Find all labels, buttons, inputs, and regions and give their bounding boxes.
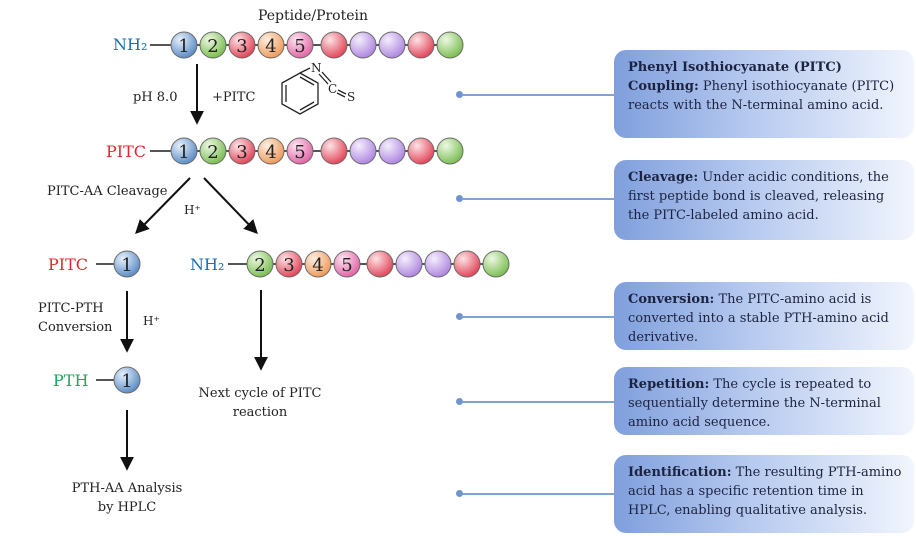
- bead-number: 5: [294, 36, 305, 57]
- bead-6: [320, 31, 348, 59]
- bead-1: [170, 31, 198, 59]
- bead-6: [366, 250, 394, 278]
- connector-line: [462, 94, 614, 96]
- step-text: Under acidic conditions, the first pepti…: [628, 170, 889, 223]
- step-title: Phenyl Isothiocyanate (PITC) Coupling:: [628, 60, 842, 94]
- step-panel-coupling: Phenyl Isothiocyanate (PITC) Coupling: P…: [614, 50, 914, 138]
- bead-3: [228, 137, 256, 165]
- step-panel-identification: Identification: The resulting PTH-amino …: [614, 455, 914, 533]
- bead-number: 1: [121, 255, 132, 276]
- nh2-label-short: NH₂: [190, 255, 224, 274]
- bead-number: 3: [236, 36, 247, 57]
- connector-dot: [456, 398, 463, 405]
- pitc-label: PITC: [106, 142, 146, 161]
- pitc-structure: [281, 67, 347, 115]
- bead-6: [320, 137, 348, 165]
- bead-number: 3: [236, 142, 247, 163]
- bead-number: 1: [178, 142, 189, 163]
- step-text: The resulting PTH-amino acid has a speci…: [628, 465, 902, 518]
- bead-9: [407, 137, 435, 165]
- bead-2: [246, 250, 274, 278]
- bead-4: [257, 31, 285, 59]
- bead-number: 1: [178, 36, 189, 57]
- pitc-aa-label: PITC: [48, 255, 88, 274]
- atom-n: N: [311, 61, 322, 75]
- bead-7: [349, 137, 377, 165]
- bead-number: 1: [121, 371, 132, 392]
- bead-number: 3: [283, 255, 294, 276]
- connector-dot: [456, 195, 463, 202]
- bead-number: 4: [312, 255, 323, 276]
- step-panel-cleavage: Cleavage: Under acidic conditions, the f…: [614, 160, 914, 240]
- peptide-chain-row2: 1 2 3 4 5: [170, 137, 464, 165]
- step-title: Identification:: [628, 465, 732, 480]
- step-text: The PITC-amino acid is converted into a …: [628, 292, 889, 345]
- step-title: Conversion:: [628, 292, 715, 307]
- next-cycle-line2: reaction: [233, 405, 288, 420]
- bead-2: [199, 137, 227, 165]
- connector-line: [462, 493, 614, 495]
- bead-3: [275, 250, 303, 278]
- nh2-label: NH₂: [113, 35, 147, 54]
- conversion-label-line1: PITC-PTH: [38, 301, 104, 316]
- peptide-chain-row1: 1 2 3 4 5: [170, 31, 464, 59]
- bead-number: 2: [254, 255, 265, 276]
- bead-8: [378, 31, 406, 59]
- bead-1: [170, 137, 198, 165]
- connector-dot: [456, 313, 463, 320]
- step-panel-repetition: Repetition: The cycle is repeated to seq…: [614, 367, 914, 435]
- peptide-chain-row3: 2 3 4 5: [246, 250, 510, 278]
- pth-bead: [113, 366, 141, 394]
- bead-number: 4: [265, 36, 276, 57]
- bead-9: [453, 250, 481, 278]
- bead-7: [395, 250, 423, 278]
- bead-number: 5: [294, 142, 305, 163]
- connector-dot: [456, 91, 463, 98]
- bead-4: [304, 250, 332, 278]
- step-text: The cycle is repeated to sequentially de…: [628, 377, 881, 430]
- bead-number: 2: [207, 142, 218, 163]
- bead-2: [199, 31, 227, 59]
- connector-line: [462, 316, 614, 318]
- bead-7: [349, 31, 377, 59]
- bead-8: [378, 137, 406, 165]
- peptide-label: Peptide/Protein: [258, 8, 368, 24]
- connector-dot: [456, 490, 463, 497]
- bead-3: [228, 31, 256, 59]
- cleavage-label: PITC-AA Cleavage: [47, 184, 168, 199]
- bead-5: [286, 31, 314, 59]
- step-title: Cleavage:: [628, 170, 699, 185]
- cleavage-arrow-right: [203, 177, 258, 235]
- step-text: Phenyl isothiocyanate (PITC) reacts with…: [628, 79, 895, 113]
- bead-number: 5: [341, 255, 352, 276]
- acid-label: H⁺: [184, 203, 201, 217]
- pitc-aa-bead: [113, 250, 141, 278]
- pth-label: PTH: [53, 371, 88, 390]
- acid-label-2: H⁺: [143, 314, 160, 328]
- bead-10: [482, 250, 510, 278]
- bead-number: 2: [207, 36, 218, 57]
- connector-line: [462, 198, 614, 200]
- conversion-label-line2: Conversion: [38, 320, 113, 335]
- bead-10: [436, 137, 464, 165]
- bead-5: [286, 137, 314, 165]
- cleavage-arrow-left: [135, 177, 191, 234]
- bead-number: 4: [265, 142, 276, 163]
- analysis-line2: by HPLC: [98, 500, 157, 515]
- atom-c: C: [328, 82, 337, 96]
- step-title: Repetition:: [628, 377, 710, 392]
- pitc-reagent-label: +PITC: [212, 90, 255, 105]
- bead-4: [257, 137, 285, 165]
- step-panel-conversion: Conversion: The PITC-amino acid is conve…: [614, 282, 914, 350]
- bead-8: [424, 250, 452, 278]
- connector-line: [462, 401, 614, 403]
- bead-9: [407, 31, 435, 59]
- bead-5: [333, 250, 361, 278]
- bead-10: [436, 31, 464, 59]
- atom-s: S: [347, 90, 355, 104]
- next-cycle-line1: Next cycle of PITC: [199, 386, 322, 401]
- ph-label: pH 8.0: [133, 90, 177, 105]
- analysis-line1: PTH-AA Analysis: [72, 481, 183, 496]
